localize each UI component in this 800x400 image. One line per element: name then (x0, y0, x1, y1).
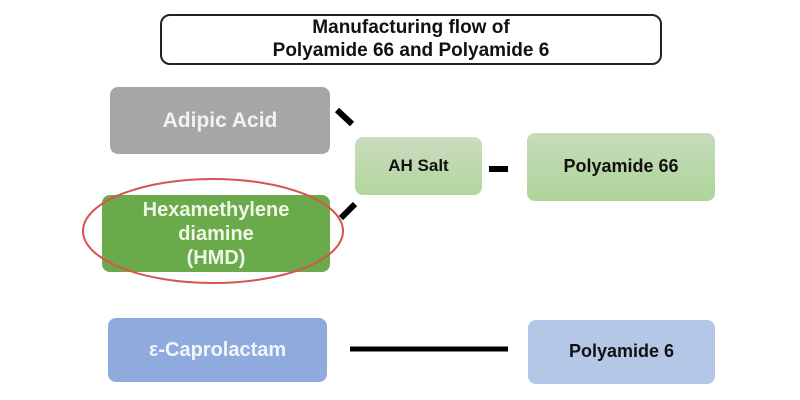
hmd-line-2: diamine (178, 222, 254, 245)
node-polyamide-6: Polyamide 6 (528, 320, 715, 384)
hmd-line-3: (HMD) (186, 246, 246, 269)
node-adipic-acid: Adipic Acid (110, 87, 330, 154)
title-line-2: Polyamide 66 and Polyamide 6 (272, 39, 550, 61)
arrow-hmd-to-ah (338, 201, 358, 221)
title-line-1: Manufacturing flow of (312, 16, 510, 38)
arrow-adipic-to-ah (334, 107, 355, 127)
hmd-line-1: Hexamethylene (142, 198, 290, 221)
highlight-ellipse (82, 178, 344, 284)
node-polyamide-66: Polyamide 66 (527, 133, 715, 201)
node-caprolactam: ε-Caprolactam (108, 318, 327, 382)
node-ah-salt: AH Salt (355, 137, 482, 195)
